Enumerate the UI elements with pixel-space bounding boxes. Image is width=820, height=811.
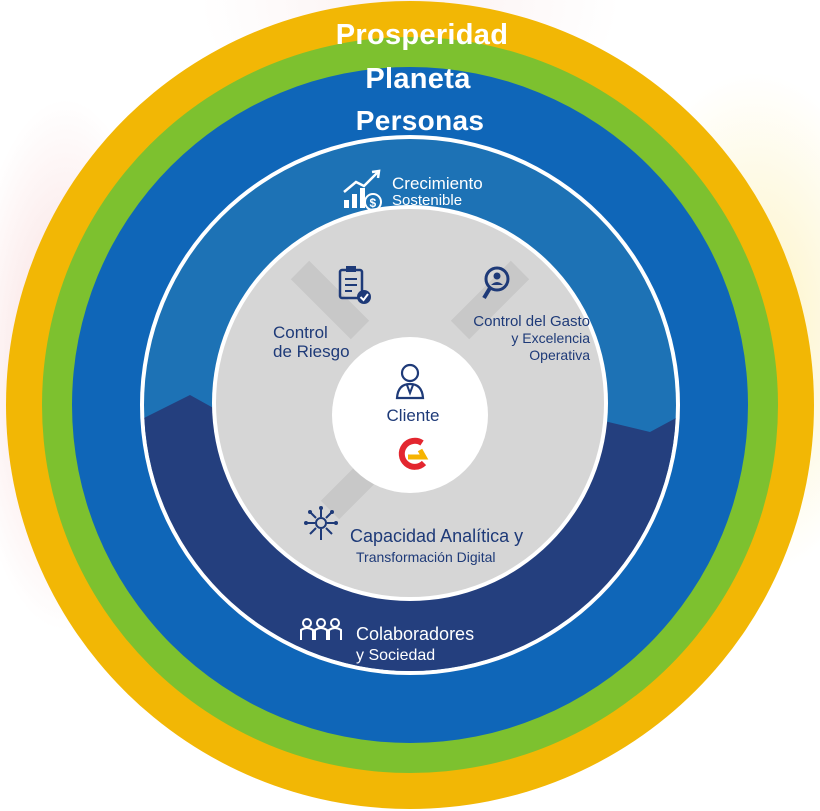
- colaboradores-line2: y Sociedad: [356, 647, 435, 664]
- client-person-icon: [395, 363, 425, 400]
- control-riesgo-line1: Control: [273, 323, 328, 342]
- control-gasto-line2: y Excelencia: [511, 330, 590, 346]
- magnifier-person-icon: [482, 266, 510, 300]
- capacidad-line2: Transformación Digital: [356, 549, 496, 565]
- brain-circuit-icon: [304, 506, 338, 540]
- people-group-icon: [300, 618, 342, 640]
- clipboard-check-icon: [338, 266, 371, 304]
- crecimiento-line2: Sostenible: [392, 192, 462, 209]
- center-cliente-label: Cliente: [387, 406, 440, 425]
- label-planeta: Planeta: [365, 63, 471, 95]
- crecimiento-line1: Crecimiento: [392, 174, 483, 193]
- control-gasto-line1: Control del Gasto: [473, 313, 590, 330]
- label-prosperidad: Prosperidad: [336, 19, 509, 51]
- colaboradores-line1: Colaboradores: [356, 624, 474, 644]
- center-circle: [332, 337, 488, 493]
- svg-text:$: $: [370, 196, 377, 210]
- label-personas: Personas: [356, 105, 484, 136]
- control-gasto-line3: Operativa: [529, 347, 590, 363]
- growth-chart-icon: $: [343, 169, 382, 211]
- capacidad-line1: Capacidad Analítica y: [350, 526, 523, 546]
- control-riesgo-line2: de Riesgo: [273, 342, 350, 361]
- brand-logo-icon: [398, 437, 429, 470]
